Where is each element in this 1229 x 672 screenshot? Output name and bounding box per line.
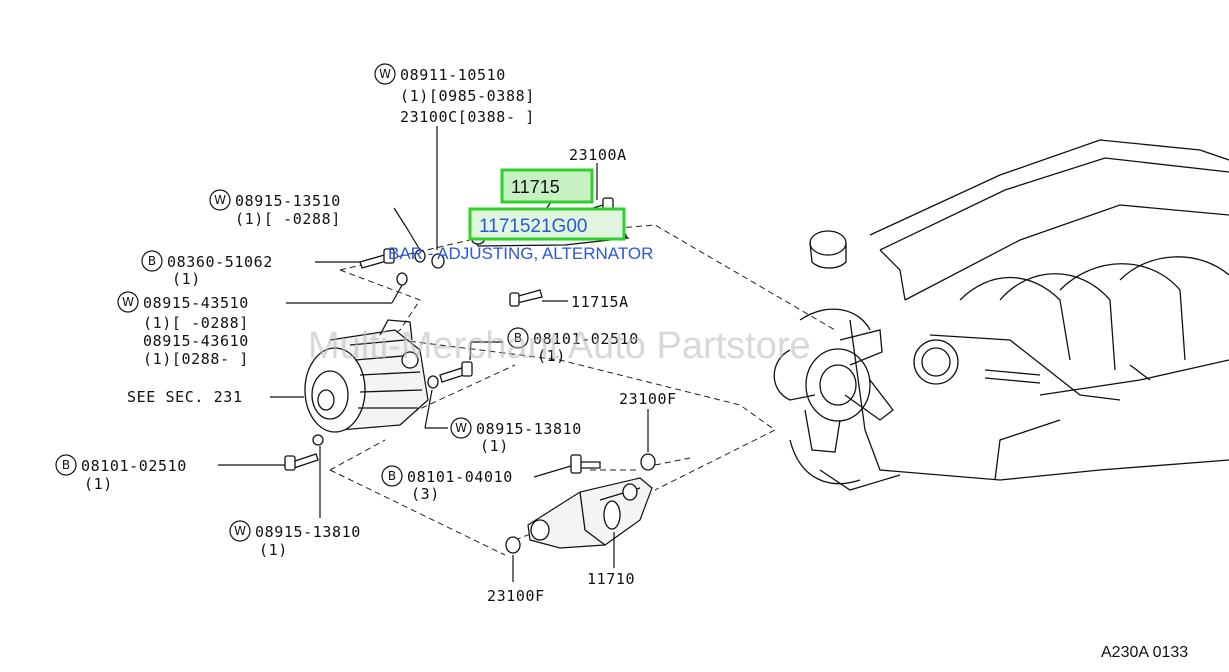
bolt-08101-mid — [427, 361, 473, 389]
callout-line: (1) — [480, 437, 509, 455]
callout-08101-02510-mid[interactable]: B 08101-02510 (1) — [507, 327, 639, 365]
callout-line: 23100F — [619, 390, 677, 408]
callout-08101-02510-left[interactable]: B 08101-02510 (1) — [55, 454, 187, 493]
callout-11710[interactable]: 11710 — [587, 570, 635, 588]
callout-line: 23100A — [569, 146, 627, 164]
highlighted-part-number[interactable]: 1171521G00 — [468, 207, 626, 241]
callout-line: (1) — [172, 270, 201, 288]
callout-23100f-bottom[interactable]: 23100F — [487, 587, 545, 605]
callout-line: 08915-13510 — [235, 192, 341, 210]
callout-badge: W — [234, 524, 246, 538]
callout-line: (3) — [411, 485, 440, 503]
callout-line: (1)[0985-0388] — [400, 87, 535, 105]
bolt-11715a — [509, 289, 543, 307]
bolt-08360 — [359, 248, 445, 286]
bolt-08101-04010 — [570, 454, 601, 474]
part-number-link: 1171521G00 — [479, 216, 587, 237]
callout-08915-13810-bottom[interactable]: W 08915-13810 (1) — [229, 520, 361, 559]
callout-line: 08911-10510 — [400, 66, 506, 84]
diagram-code: A230A 0133 — [1101, 644, 1188, 661]
callout-line: SEE SEC. 231 — [127, 388, 243, 406]
callout-08911-10510[interactable]: W 08911-10510 (1)[0985-0388] 23100C[0388… — [374, 63, 535, 126]
callout-line: 08360-51062 — [167, 253, 273, 271]
leader-lines — [218, 126, 649, 582]
bolt-08101-left — [284, 453, 319, 471]
callout-line: (1)[ -0288] — [143, 314, 249, 332]
callout-badge: B — [388, 469, 396, 483]
callout-badge: W — [122, 295, 134, 309]
callout-line: 08101-02510 — [81, 457, 187, 475]
callout-badge: W — [455, 421, 467, 435]
callout-line: 08915-13810 — [476, 420, 582, 438]
callout-line: 11710 — [587, 570, 635, 588]
callout-line: (1) — [537, 347, 566, 365]
callout-badge: W — [379, 67, 391, 81]
callout-see-sec-231[interactable]: SEE SEC. 231 — [127, 388, 243, 406]
callout-line: 08101-02510 — [533, 330, 639, 348]
callout-line: (1)[ -0288] — [235, 210, 341, 228]
engine-illustration — [773, 139, 1229, 491]
item-number-label: 11715 — [511, 177, 560, 197]
callout-line: 08915-43510 — [143, 294, 249, 312]
callout-line: 23100C[0388- ] — [400, 108, 535, 126]
callout-23100a[interactable]: 23100A — [569, 146, 627, 164]
callout-badge: B — [514, 331, 522, 345]
watermark: Multi-Merchant Auto Partstore — [308, 325, 811, 367]
callout-08915-13510[interactable]: W 08915-13510 (1)[ -0288] — [209, 189, 341, 228]
bracket-11710 — [527, 477, 653, 549]
callout-08915-43510[interactable]: W 08915-43510 (1)[ -0288] 08915-43610 (1… — [117, 291, 249, 368]
highlighted-item-number[interactable]: 11715 — [500, 168, 594, 204]
part-description: BAR - ADJUSTING, ALTERNATOR — [388, 244, 653, 263]
alternator — [304, 319, 429, 446]
callout-23100f-top[interactable]: 23100F — [619, 390, 677, 408]
callout-line: 23100F — [487, 587, 545, 605]
washer-23100f-bottom — [505, 536, 521, 554]
callout-08101-04010[interactable]: B 08101-04010 (3) — [381, 465, 513, 503]
callout-line: 11715A — [571, 293, 629, 311]
washer-23100f-top — [640, 453, 656, 471]
callout-08360-51062[interactable]: B 08360-51062 (1) — [141, 250, 273, 288]
callout-11715a[interactable]: 11715A — [571, 293, 629, 311]
callout-badge: W — [214, 193, 226, 207]
callout-line: 08915-43610 — [143, 332, 249, 350]
callout-line: (1) — [259, 541, 288, 559]
callout-badge: B — [148, 254, 156, 268]
callout-08915-13810-mid[interactable]: W 08915-13810 (1) — [450, 417, 582, 455]
callout-line: 08101-04010 — [407, 468, 513, 486]
callout-line: 08915-13810 — [255, 523, 361, 541]
callout-badge: B — [62, 458, 70, 472]
callout-line: (1)[0288- ] — [143, 350, 249, 368]
callout-line: (1) — [84, 475, 113, 493]
